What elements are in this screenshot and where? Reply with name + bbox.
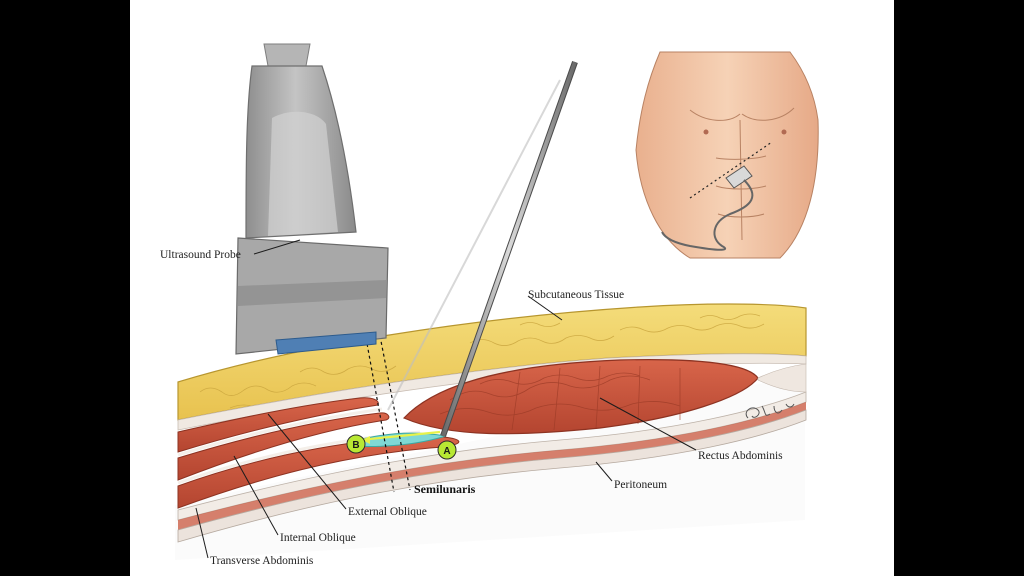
transverse-abdominis-muscle: [177, 435, 460, 509]
label-transverse-abdominis: Transverse Abdominis: [210, 555, 314, 567]
peritoneum-layer: [177, 409, 807, 543]
marker-a-label: A: [443, 446, 450, 457]
label-peritoneum: Peritoneum: [614, 479, 667, 491]
marker-b: B: [346, 434, 366, 454]
label-rectus-abdominis: Rectus Abdominis: [698, 450, 783, 462]
semilunaris-lines: [365, 335, 411, 493]
label-ultrasound-probe: Ultrasound Probe: [160, 249, 241, 261]
marker-b-label: B: [352, 440, 359, 451]
label-external-oblique: External Oblique: [348, 506, 427, 518]
label-semilunaris: Semilunaris: [414, 482, 476, 496]
internal-oblique-muscle: [177, 412, 390, 481]
torso-inset: [635, 51, 819, 259]
needle: [387, 61, 578, 437]
labels: Ultrasound Probe Subcutaneous Tissue Rec…: [160, 249, 783, 567]
marker-a: A: [437, 440, 457, 460]
abdominal-wall-cross-section: [175, 303, 807, 560]
leader-lines: [195, 239, 697, 559]
ultrasound-probe-illustration: [235, 43, 389, 355]
external-oblique-muscle: [177, 397, 379, 453]
label-subcutaneous-tissue: Subcutaneous Tissue: [528, 289, 624, 301]
label-internal-oblique: Internal Oblique: [280, 532, 356, 544]
signature-mark: [745, 403, 795, 419]
